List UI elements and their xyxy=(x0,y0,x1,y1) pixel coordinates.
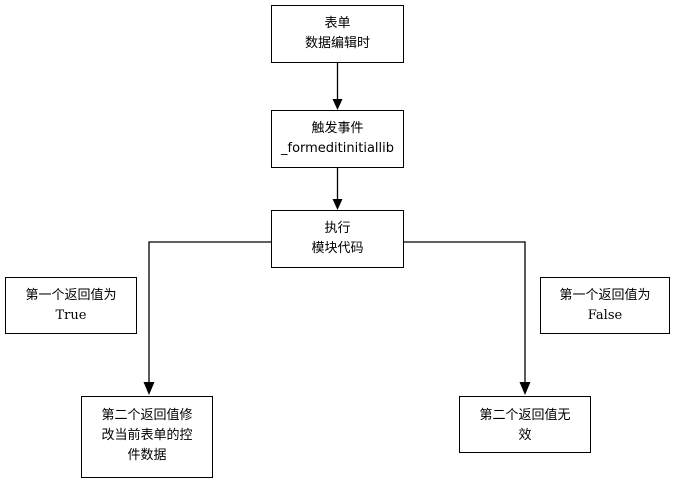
node-first-return-true: 第一个返回值为 True xyxy=(5,277,137,334)
node-form-edit-trigger-line-2: 数据编辑时 xyxy=(304,36,370,51)
node-event-name-line-1: 触发事件 xyxy=(311,121,364,136)
node-form-edit-trigger-line-1: 表单 xyxy=(324,16,351,31)
node-form-edit-trigger: 表单 数据编辑时 xyxy=(271,5,404,63)
node-first-return-false-line-1: 第一个返回值为 xyxy=(559,287,651,303)
node-second-return-modifies-controls-line-3: 件数据 xyxy=(127,448,167,463)
node-second-return-modifies-controls: 第二个返回值修 改当前表单的控 件数据 xyxy=(81,396,213,478)
node-first-return-true-line-1: 第一个返回值为 xyxy=(25,287,117,303)
node-second-return-modifies-controls-line-2: 改当前表单的控 xyxy=(101,428,193,443)
node-second-return-invalid-line-1: 第二个返回值无 xyxy=(479,408,571,423)
node-first-return-false: 第一个返回值为 False xyxy=(540,277,670,334)
node-execute-module-code-line-2: 模块代码 xyxy=(311,241,364,256)
node-first-return-false-value: False xyxy=(587,307,623,323)
node-second-return-modifies-controls-line-1: 第二个返回值修 xyxy=(101,408,193,423)
edge-event-to-execute xyxy=(332,168,343,210)
node-event-name: 触发事件 _formeditinitiallib xyxy=(271,110,404,168)
node-event-name-line-2: _formeditinitiallib xyxy=(281,141,394,156)
node-execute-module-code-line-1: 执行 xyxy=(324,221,351,236)
edge-execute-to-false-branch xyxy=(404,241,531,395)
node-second-return-invalid: 第二个返回值无 效 xyxy=(459,396,591,453)
node-execute-module-code: 执行 模块代码 xyxy=(271,210,404,268)
edge-execute-to-true-branch xyxy=(143,241,271,395)
edge-form-to-event xyxy=(332,63,343,110)
node-first-return-true-value: True xyxy=(55,307,87,323)
node-second-return-invalid-line-2: 效 xyxy=(518,428,532,443)
